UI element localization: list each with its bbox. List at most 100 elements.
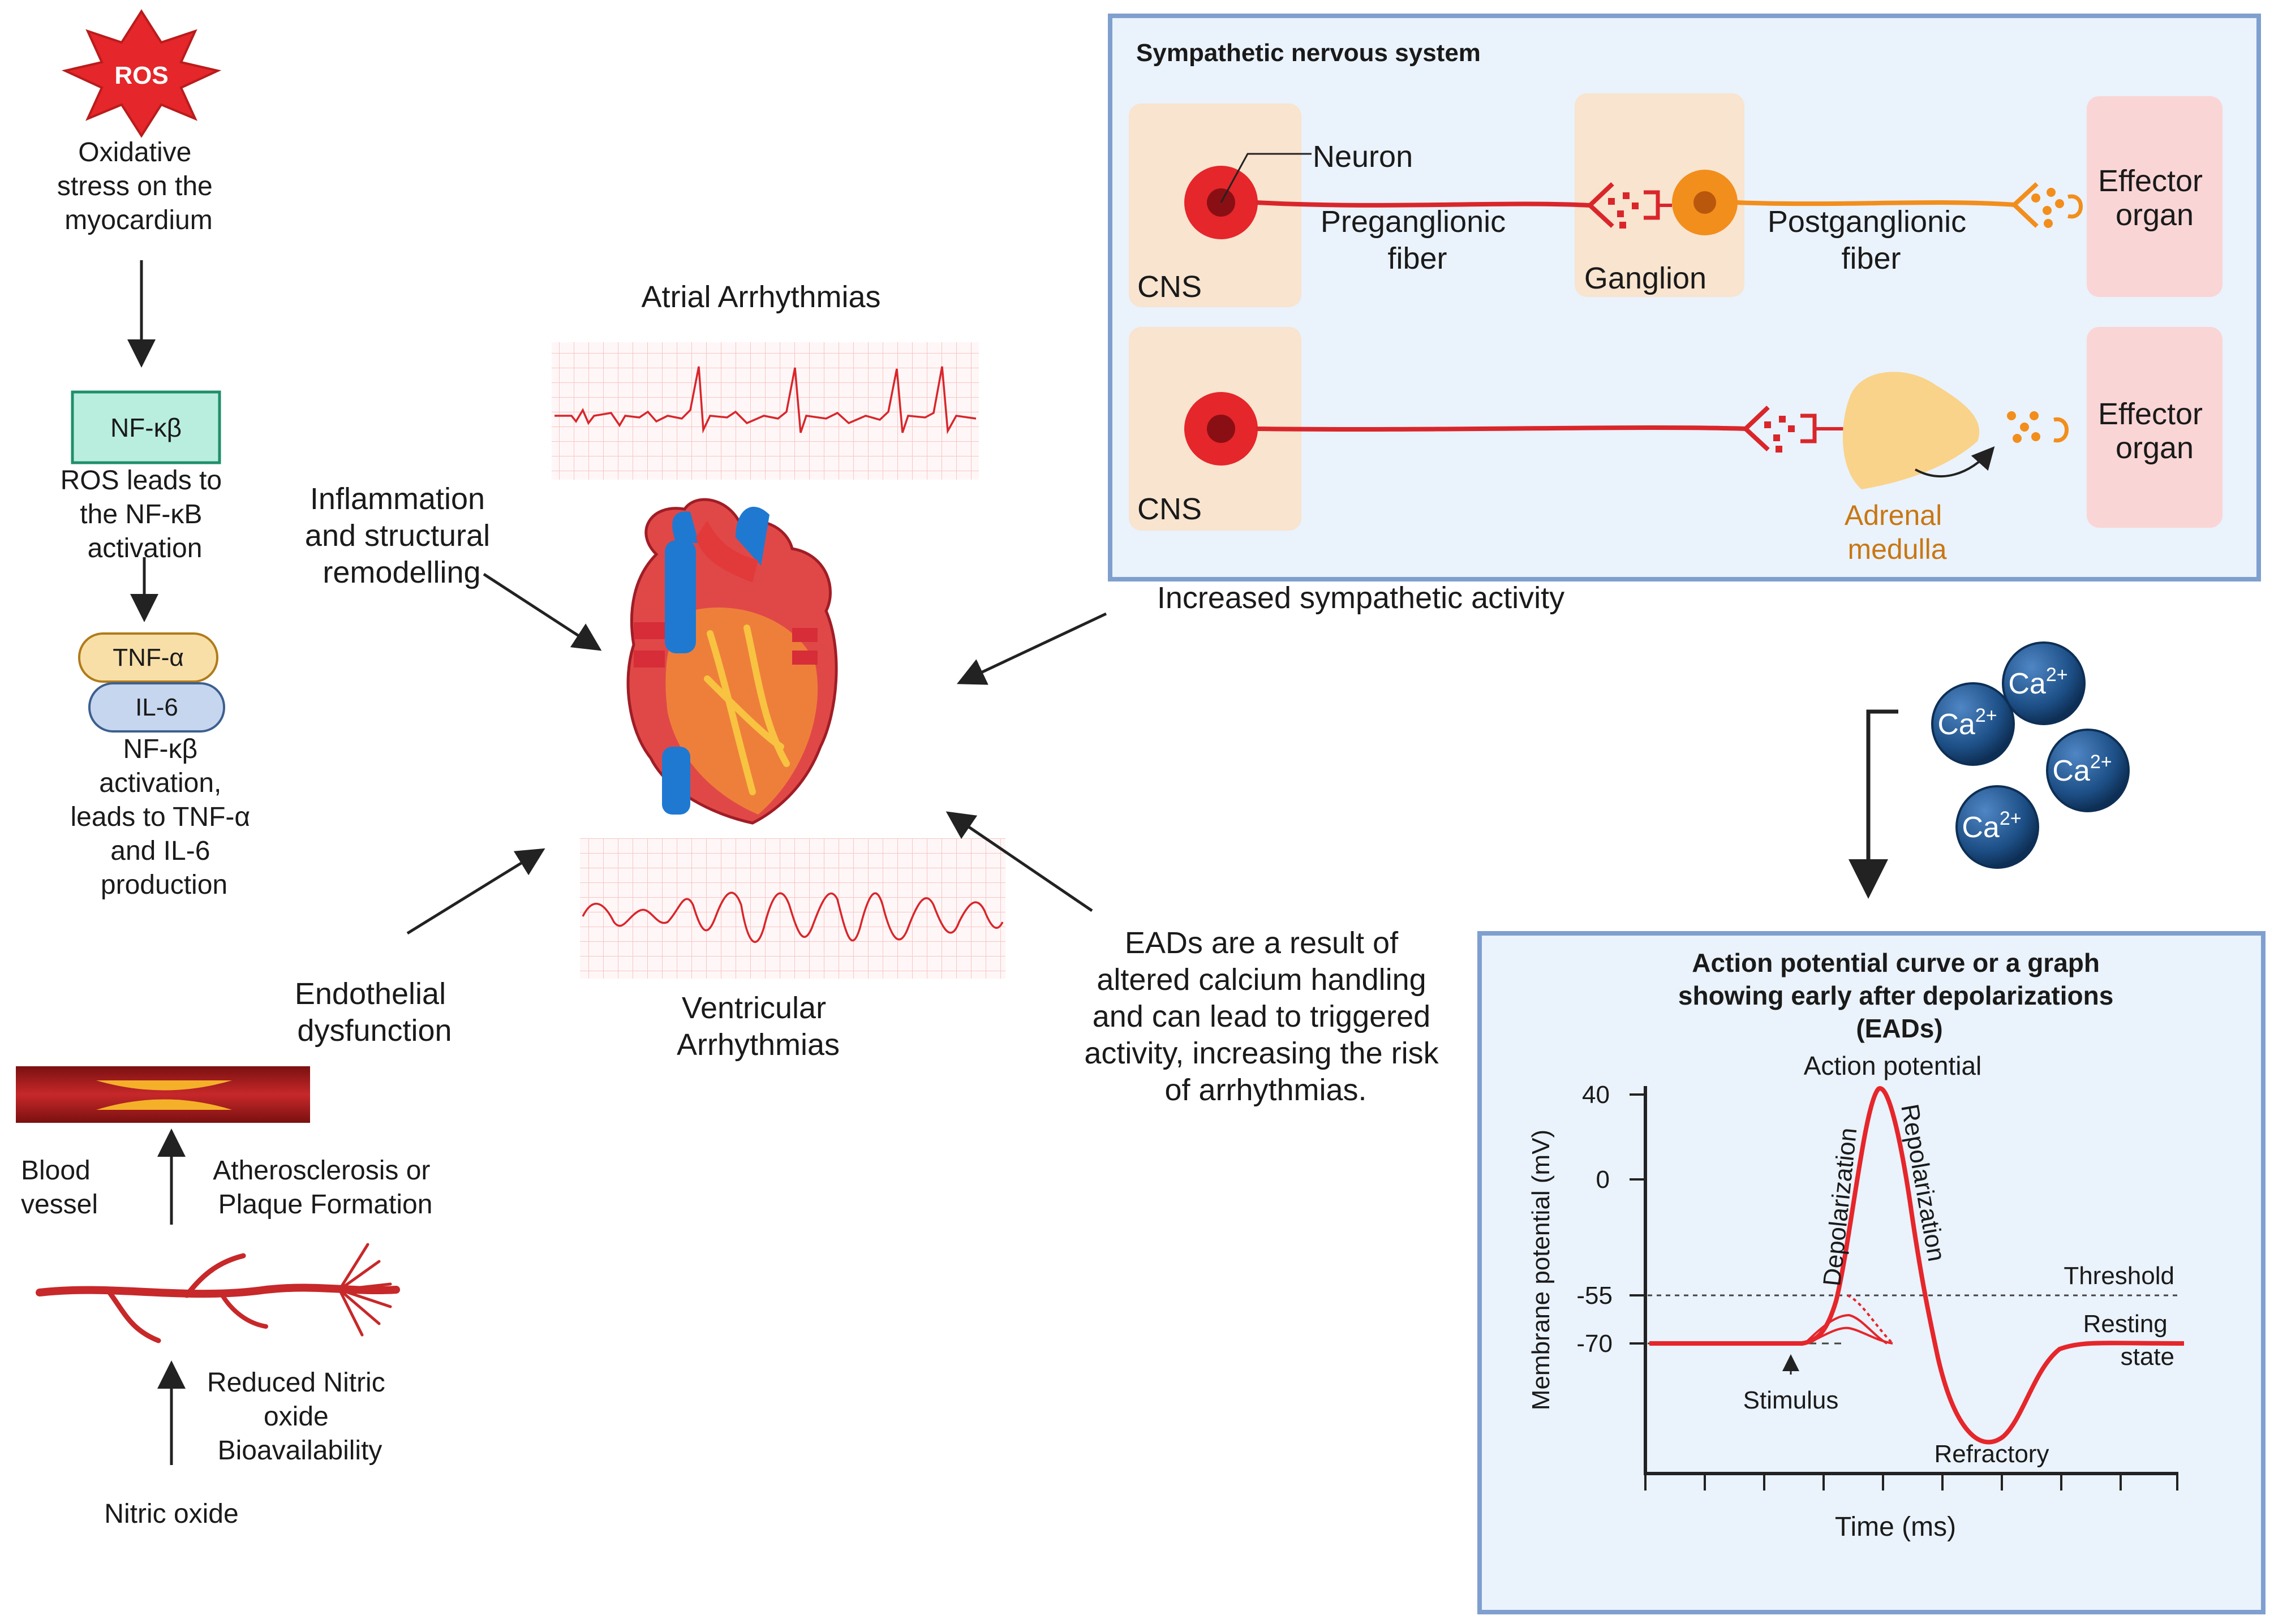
reduced-no-line-1: Reduced Nitric: [207, 1368, 385, 1398]
svg-text:Ca2+: Ca2+: [2052, 751, 2112, 787]
ros-pathway: ROS Oxidative stress on the myocardium N…: [57, 9, 258, 900]
calcium-ion-4: Ca2+: [1955, 785, 2039, 869]
atrial-ecg-strip: [552, 342, 979, 480]
sns-title: Sympathetic nervous system: [1136, 39, 1481, 67]
effector-box-top: [2087, 96, 2223, 297]
svg-text:Ca2+: Ca2+: [1937, 705, 1997, 741]
cytokine-caption: NF-κβ activation, leads to TNF-α and IL-…: [71, 734, 258, 900]
calcium-ion-1: Ca2+: [2002, 641, 2086, 725]
effector-top-line-1: Effector: [2098, 164, 2203, 198]
inflammation-label: Inflammation and structural remodelling: [305, 482, 498, 589]
ap-ead-dotted-curve: [1847, 1294, 1894, 1345]
effector-label-bottom: Effector organ: [2098, 397, 2211, 465]
effector-bottom-line-1: Effector: [2098, 397, 2203, 431]
atherosclerosis-line-1: Atherosclerosis or: [213, 1156, 430, 1186]
hormone-release-icon: [2007, 411, 2069, 443]
reduced-no-line-3: Bioavailability: [218, 1436, 382, 1466]
preganglionic-label: Preganglionic fiber: [1321, 205, 1514, 275]
blood-vessel-line-1: Blood: [21, 1156, 91, 1186]
effector-top-line-2: organ: [2116, 198, 2194, 232]
preganglionic-synapse-icon: [1587, 182, 1672, 229]
svg-text:Ca2+: Ca2+: [1962, 808, 2021, 844]
tnf-alpha-label: TNF-α: [113, 644, 184, 671]
nfkb-box-label: NF-κβ: [110, 413, 182, 442]
ap-y-ticks: [1630, 1093, 1645, 1345]
oxidative-caption: Oxidative stress on the myocardium: [57, 137, 220, 235]
inflammation-line-3: remodelling: [323, 555, 480, 589]
arrow-sympathetic-to-heart: [956, 612, 1107, 685]
blood-vessel-line-2: vessel: [21, 1190, 98, 1220]
oxidative-line-2: stress on the: [57, 171, 213, 201]
ap-ytick-minus55: -55: [1576, 1282, 1613, 1309]
adrenal-medulla-icon: [1842, 372, 1980, 489]
effector-label-top: Effector organ: [2098, 164, 2211, 232]
reduced-no-line-2: oxide: [264, 1402, 329, 1432]
ap-ytick-40: 40: [1582, 1081, 1610, 1109]
endothelial-line-1: Endothelial: [295, 977, 446, 1011]
neuron-pointer-line: [1220, 153, 1312, 203]
nitric-oxide-label: Nitric oxide: [104, 1499, 238, 1529]
nfkb-caption: ROS leads to the NF-κB activation: [61, 466, 230, 563]
adrenal-label: Adrenal medulla: [1845, 499, 1950, 565]
adrenal-synapse-icon: [1742, 406, 1847, 453]
ead-line-5: of arrhythmias.: [1164, 1073, 1366, 1107]
calcium-ion-1-charge: 2+: [2046, 664, 2068, 686]
ap-ead-curve-2: [1807, 1326, 1893, 1345]
ap-label-stimulus: Stimulus: [1743, 1386, 1839, 1414]
cytokine-caption-line-4: and IL-6: [110, 836, 210, 866]
ventricular-title: Ventricular Arrhythmias: [677, 991, 840, 1062]
calcium-ion-2-charge: 2+: [1975, 705, 1997, 726]
endothelial-line-2: dysfunction: [297, 1014, 452, 1048]
arrow-ead-to-heart: [945, 811, 1093, 912]
ap-xlabel: Time (ms): [1835, 1512, 1956, 1542]
vessel-pathway: Blood vessel Atherosclerosis or Plaque F…: [16, 1066, 432, 1529]
adrenal-release-arrow: [1915, 446, 1995, 478]
ganglion-label: Ganglion: [1584, 261, 1706, 295]
ventricular-line-2: Arrhythmias: [677, 1028, 840, 1062]
ap-resting-line-2: state: [2121, 1343, 2174, 1371]
center-area: Atrial Arrhythmias Inflammation and stru…: [295, 280, 1564, 1107]
calcium-ion-2: Ca2+: [1931, 682, 2015, 766]
cns-label-top: CNS: [1137, 270, 1202, 304]
svg-text:Ca2+: Ca2+: [2008, 664, 2067, 700]
cytokine-caption-line-2: activation,: [99, 768, 221, 798]
postganglionic-fiber-line: [1736, 200, 2015, 207]
ros-badge: ROS: [114, 62, 168, 89]
preganglionic-line-2: fiber: [1387, 242, 1447, 275]
inflammation-line-1: Inflammation: [310, 482, 485, 516]
blood-vessel-icon: [16, 1066, 310, 1123]
ead-line-3: and can lead to triggered: [1093, 1000, 1430, 1033]
nfkb-box: [71, 390, 221, 464]
ap-title-line-2: showing early after depolarizations: [1678, 981, 2113, 1010]
calcium-ion-3-charge: 2+: [2090, 751, 2112, 773]
nfkb-caption-line-1: ROS leads to: [61, 466, 222, 496]
inflammation-line-2: and structural: [305, 519, 490, 553]
cytokine-caption-line-3: leads to TNF-α: [71, 802, 251, 832]
ap-ytick-0: 0: [1596, 1166, 1610, 1194]
nfkb-caption-line-2: the NF-κB: [80, 499, 202, 529]
blood-vessel-label: Blood vessel: [21, 1156, 98, 1220]
calcium-ions: Ca2+ Ca2+ Ca2+ Ca2+: [1849, 641, 2130, 899]
cytokine-caption-line-5: production: [101, 870, 227, 900]
effector-bottom-line-2: organ: [2116, 431, 2194, 465]
il6-pill: [88, 682, 225, 733]
plaque-lower-icon: [96, 1099, 232, 1110]
adrenal-line-1: Adrenal: [1845, 499, 1942, 531]
il6-label: IL-6: [135, 693, 178, 721]
ead-label: EADs are a result of altered calcium han…: [1084, 926, 1447, 1107]
calcium-ion-2-symbol: Ca: [1937, 708, 1975, 741]
ap-panel: Action potential curve or a graph showin…: [1477, 931, 2266, 1614]
adrenal-line-2: medulla: [1847, 533, 1946, 565]
endothelial-label: Endothelial dysfunction: [295, 977, 454, 1048]
ap-main-curve: [1649, 1086, 2185, 1445]
heart-icon: [626, 498, 838, 825]
ead-line-2: altered calcium handling: [1097, 963, 1426, 997]
ventricular-ecg-trace: [582, 891, 1004, 943]
neuron-nucleus-bottom-icon: [1207, 415, 1235, 443]
calcium-ion-3-symbol: Ca: [2052, 755, 2090, 787]
ap-panel-frame: [1477, 931, 2266, 1614]
arrow-inflammation-to-heart: [483, 572, 602, 651]
preganglionic-line-1: Preganglionic: [1321, 205, 1506, 239]
sns-panel: Sympathetic nervous system Neuron: [1108, 14, 2261, 581]
